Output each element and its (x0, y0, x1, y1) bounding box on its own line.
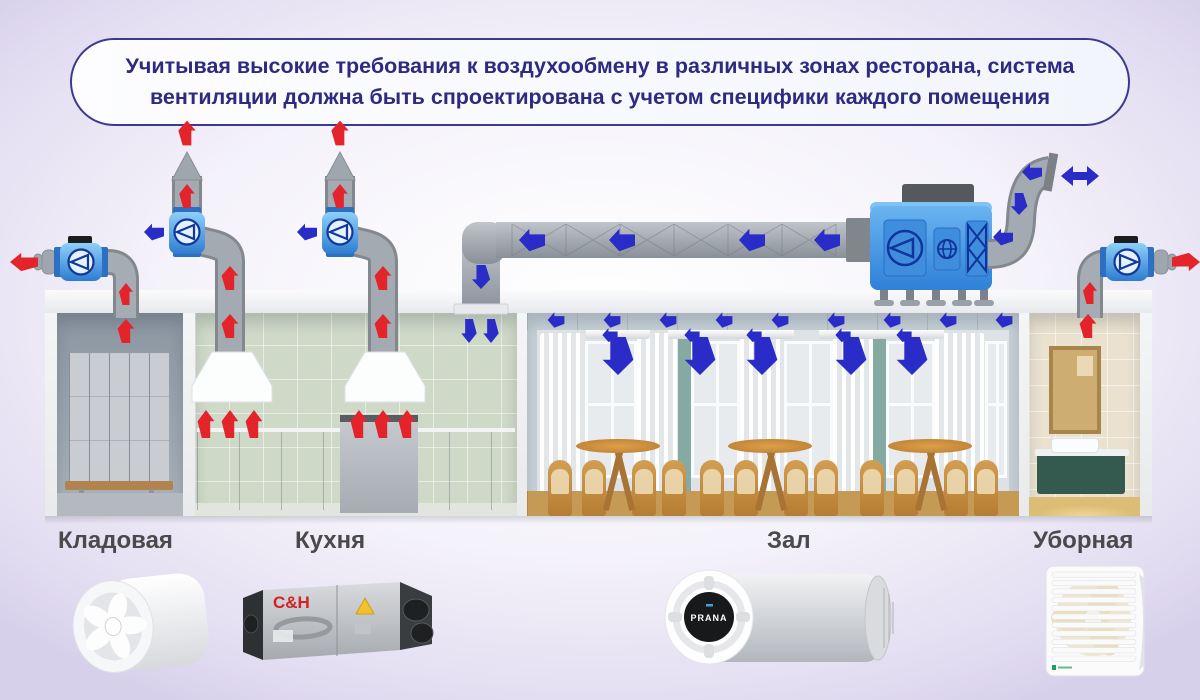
building-shadow (45, 516, 1152, 524)
restroom-door (1049, 346, 1101, 434)
dining-table-group (700, 431, 840, 516)
inline-fan-icon (322, 207, 358, 257)
supply-arrow-icon (739, 228, 765, 252)
storage-lockers (69, 353, 169, 485)
wall-divider (183, 313, 195, 516)
supply-arrow-icon (471, 265, 491, 289)
dining-table-group (548, 431, 688, 516)
supply-arrow-icon (1022, 163, 1042, 181)
wall-exhaust-fan-image (1045, 565, 1145, 677)
room-restroom (1029, 313, 1140, 516)
kitchen-cooking-station (340, 415, 418, 513)
air-handling-unit (846, 184, 994, 306)
fan-louvers (1051, 571, 1137, 662)
header-text: Учитывая высокие требования к воздухообм… (125, 54, 1075, 109)
header-banner: Учитывая высокие требования к воздухообм… (70, 38, 1130, 126)
prana-logo: PRANA (690, 613, 727, 623)
hall-pillar (678, 337, 691, 495)
zone-label-hall: Зал (767, 527, 811, 554)
ceiling-diffuser (730, 330, 794, 339)
product-wall-exhaust-fan (1036, 560, 1156, 686)
inline-fan-icon (169, 207, 205, 257)
zone-label-restroom: Уборная (1033, 527, 1134, 554)
supply-arrow-icon (297, 223, 317, 241)
hall-pillar (873, 337, 886, 495)
product-wall-recuperator: PRANA (662, 560, 902, 675)
outer-wall-left (45, 313, 57, 516)
exhaust-arrow-icon (332, 184, 348, 208)
wall-recuperator-image: PRANA (664, 569, 894, 665)
hall-window (784, 341, 833, 478)
supply-arrow-icon (609, 228, 635, 252)
inline-fan-icon (1100, 236, 1154, 281)
zone-label-storage: Кладовая (58, 527, 173, 554)
supply-arrow-icon (144, 223, 164, 241)
restroom-sink (1051, 438, 1099, 453)
hall-ceiling-duct (527, 313, 1019, 330)
storage-floor (57, 493, 183, 516)
intake-double-arrow-icon (1061, 166, 1099, 186)
storage-bench (65, 481, 173, 490)
ch-logo: C&H (273, 593, 310, 612)
exhaust-arrow-icon (179, 184, 195, 208)
fan-symbol-icon (883, 219, 927, 277)
room-kitchen (195, 313, 517, 516)
hall-window (985, 341, 1007, 478)
heat-exchanger-symbol-icon (965, 220, 989, 277)
product-inline-duct-fan (55, 562, 220, 687)
supply-arrow-icon (814, 228, 840, 252)
ceiling-diffuser (819, 330, 883, 339)
wall-divider (1019, 313, 1029, 516)
wall-divider (517, 313, 527, 516)
filter-symbol-icon (933, 227, 961, 271)
outer-wall-right (1140, 313, 1152, 516)
heat-recovery-unit-image: C&H (243, 582, 434, 660)
room-storage (57, 313, 183, 516)
ceiling-diffuser (880, 330, 944, 339)
restroom-vanity (1037, 456, 1125, 494)
zone-label-kitchen: Кухня (295, 527, 366, 554)
supply-arrow-icon (1010, 193, 1028, 215)
exhaust-arrow-icon (1172, 252, 1200, 272)
ceiling-diffuser (668, 330, 732, 339)
roof-slab (45, 290, 1152, 314)
exhaust-arrow-icon (10, 252, 38, 272)
product-heat-recovery-unit: C&H (235, 572, 445, 682)
dining-table-group (860, 431, 1000, 516)
restroom-floor (1029, 497, 1140, 516)
exhaust-arrow-icon (374, 266, 392, 290)
exhaust-arrow-icon (221, 266, 239, 290)
inline-duct-fan-image (72, 573, 209, 673)
supply-arrow-icon (993, 228, 1013, 246)
supply-arrow-icon (519, 228, 545, 252)
fresh-air-intake-duct (987, 152, 1059, 269)
inline-fan-icon (54, 236, 108, 281)
room-hall (527, 313, 1019, 516)
ceiling-diffuser (586, 330, 650, 339)
